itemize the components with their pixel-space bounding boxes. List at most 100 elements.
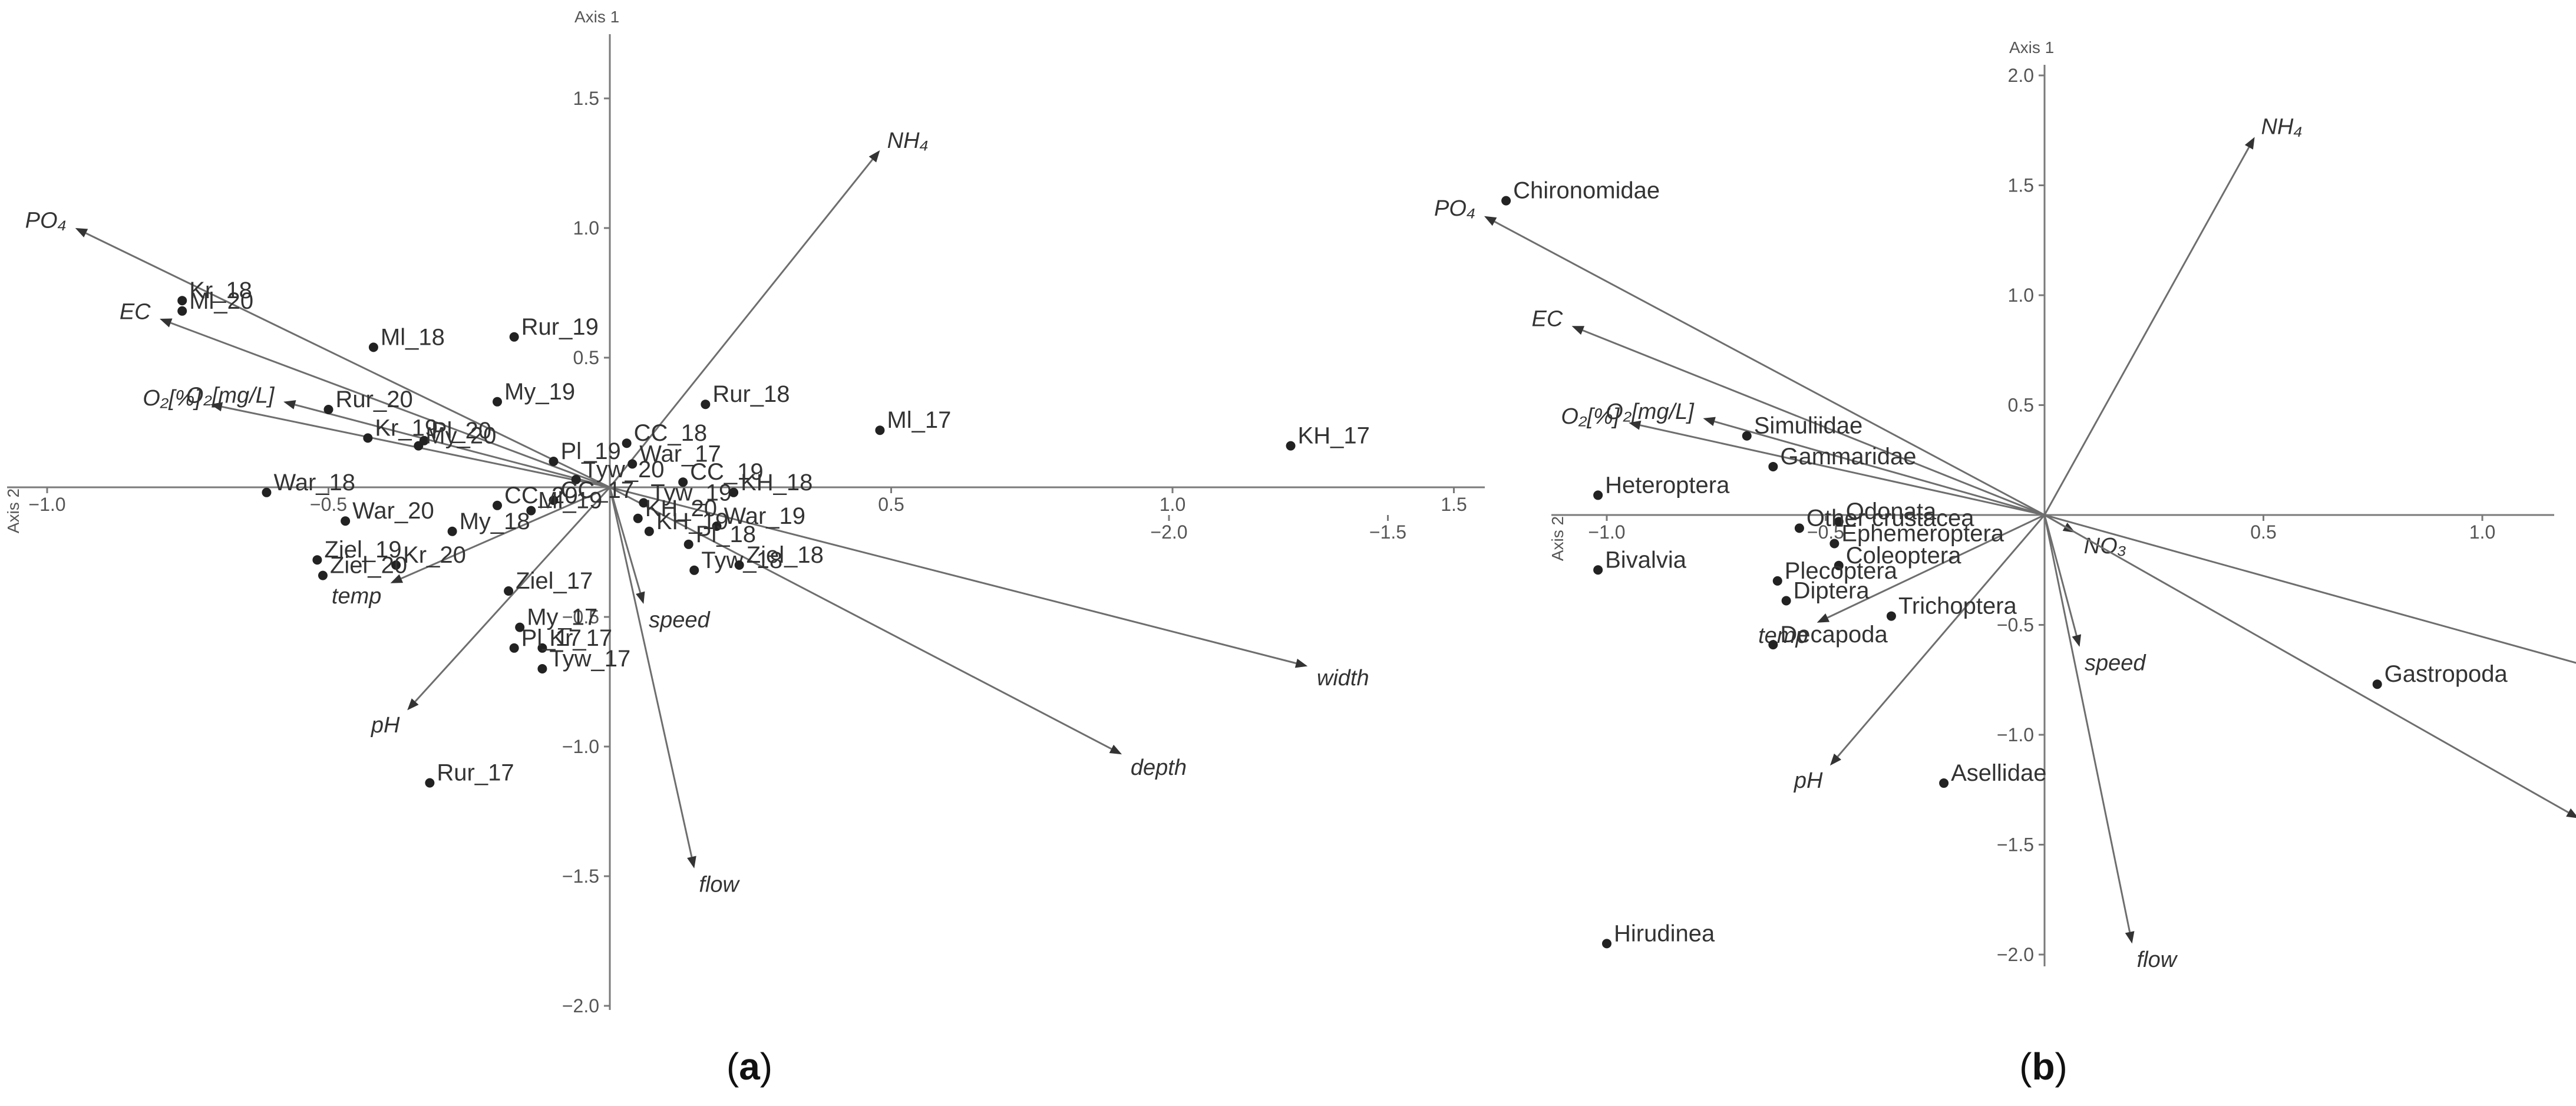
point-kr-20 (391, 560, 401, 570)
y-tick-label: 1.0 (573, 217, 599, 239)
vector-label: width (1317, 666, 1369, 691)
point-label: Hirudinea (1614, 920, 1715, 946)
point-war-18 (262, 487, 272, 497)
point-label: Pl_17 (521, 625, 582, 651)
point-label: Gastropoda (2385, 661, 2508, 687)
point-tyw-20 (571, 474, 581, 484)
point-label: Gammaridae (1780, 444, 1916, 470)
point-label: Ml_19 (538, 488, 602, 514)
vector-arrowhead (407, 698, 419, 711)
vector-label: flow (699, 873, 740, 897)
vector-arrowhead (1294, 658, 1308, 668)
vector-label: PO₄ (25, 209, 67, 233)
vector-speed (2043, 514, 2078, 636)
vector-depth (609, 486, 1112, 750)
x-axis-title: Axis 2 (4, 488, 22, 533)
x-tick-label: −2.0 (1150, 521, 1187, 543)
x-tick-label: −0.5 (310, 494, 347, 515)
point-label: KH_18 (741, 470, 813, 496)
point-ephemeroptera (1829, 539, 1839, 549)
point-cc-20 (493, 500, 502, 510)
vector-label: O₂[mg/L] (1606, 400, 1695, 424)
vector-ec (170, 322, 610, 488)
point-simuliidae (1742, 431, 1752, 441)
point-tyw-19 (639, 498, 649, 508)
vector-arrowhead (2072, 634, 2082, 647)
point-label: My_20 (425, 423, 496, 449)
vector-label: flow (2137, 947, 2178, 972)
vector-arrowhead (390, 574, 404, 583)
vector-label: pH (371, 713, 400, 738)
vector-temp (401, 486, 610, 580)
vector-arrowhead (1829, 753, 1842, 766)
vector-arrowhead (687, 856, 696, 869)
vector-label: NH₄ (2261, 115, 2302, 140)
vector-o (1640, 424, 2045, 516)
vector-label: temp (1758, 623, 1808, 648)
point-diptera (1781, 596, 1791, 606)
x-tick-label: −1.0 (1588, 521, 1625, 543)
point-kr-19 (363, 433, 373, 443)
point-label: Ml_17 (887, 407, 951, 433)
point-my-20 (414, 441, 424, 451)
point-label: CC_20 (504, 483, 578, 509)
point-pl-17 (509, 643, 519, 653)
vector-label: NH₄ (887, 128, 929, 153)
point-label: Ml_20 (189, 288, 253, 314)
x-tick-label: −1.5 (1369, 521, 1406, 543)
point-label: My_18 (460, 509, 530, 534)
point-label: CC_18 (634, 420, 708, 446)
vector-arrowhead (1703, 417, 1716, 427)
vector-arrowhead (868, 150, 880, 163)
point-label: Trichoptera (1898, 593, 2017, 619)
y-tick-label: −1.0 (562, 736, 599, 757)
point-label: Ziel_18 (747, 542, 824, 568)
point-label: Plecoptera (1785, 558, 1898, 584)
point-war-17 (628, 459, 638, 469)
point-label: Tyw_20 (583, 457, 665, 483)
vector-arrowhead (2244, 137, 2255, 150)
point-odonata (1834, 517, 1844, 527)
vector-ph (414, 486, 611, 702)
point-kr-18 (177, 296, 187, 306)
y-tick-label: −1.5 (562, 866, 599, 887)
vector-arrowhead (1817, 613, 1830, 623)
point-label: Pl_19 (561, 438, 621, 464)
point-bivalvia (1593, 565, 1603, 575)
vector-o-mg-l (295, 404, 610, 488)
point-hirudinea (1602, 939, 1611, 949)
point-kh-19 (644, 526, 654, 536)
vector-po (85, 232, 610, 488)
point-label: Rur_17 (437, 760, 514, 786)
point-label: Odonata (1846, 498, 1937, 524)
vector-label: temp (332, 584, 381, 609)
point-label: Kr_19 (375, 415, 438, 441)
panel-a-label: (a) (726, 1045, 772, 1088)
y-tick-label: −2.0 (562, 995, 599, 1016)
point-label: My_17 (527, 605, 597, 630)
vector-po (1494, 220, 2045, 516)
vector-arrowhead (636, 591, 645, 604)
point-label: Ephemeroptera (1841, 520, 2004, 546)
vector-label: pH (1794, 768, 1823, 793)
x-tick-label: 0.5 (878, 494, 904, 515)
point-label: War_19 (724, 503, 805, 529)
point-label: Tyw_17 (549, 646, 630, 672)
vector-flow (2043, 514, 2131, 933)
point-kh-20 (633, 513, 643, 523)
x-tick-label: 1.5 (1441, 494, 1467, 515)
point-kr-17 (537, 643, 547, 653)
point-ziel-19 (312, 555, 322, 565)
y-tick-label: −0.5 (1997, 615, 2034, 636)
point-label: Asellidae (1951, 760, 2046, 786)
point-label: Heteroptera (1605, 472, 1730, 498)
point-my-19 (493, 397, 502, 407)
point-label: Pl_18 (696, 521, 756, 547)
x-tick-label: 1.0 (1160, 494, 1185, 515)
vector-width (609, 486, 1297, 665)
point-tyw-17 (537, 664, 547, 673)
point-label: Kr_18 (189, 278, 252, 303)
point-asellidae (1939, 778, 1949, 788)
